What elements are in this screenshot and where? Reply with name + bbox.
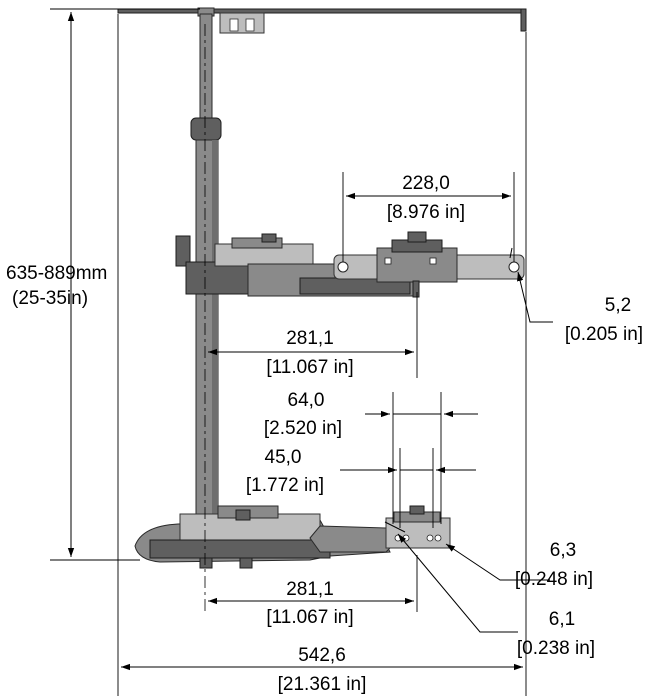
upper-arm-assembly xyxy=(185,231,525,298)
outer-width-imperial: [2.520 in] xyxy=(264,418,342,439)
upper-reach-imperial: [11.067 in] xyxy=(266,357,353,378)
dimension-labels: 635-889mm (25-35in) 228,0 [8.976 in] 5,2… xyxy=(6,173,643,695)
hole-diameter-a-value: 6,3 xyxy=(550,540,576,561)
hole-spacing-value: 228,0 xyxy=(402,173,450,194)
inner-width-imperial: [1.772 in] xyxy=(246,475,324,496)
overall-width-value: 542,6 xyxy=(298,645,346,666)
lower-reach-imperial: [11.067 in] xyxy=(266,607,353,628)
lower-reach-value: 281,1 xyxy=(286,579,334,600)
leader-hole-diameter-a xyxy=(445,543,550,581)
hole-diameter-upper-imperial: [0.205 in] xyxy=(565,324,643,345)
inner-width-value: 45,0 xyxy=(265,447,302,468)
leader-hole-diameter-upper xyxy=(517,271,553,323)
overall-width-imperial: [21.361 in] xyxy=(278,674,367,695)
leader-hole-diameter-b xyxy=(397,533,518,633)
hole-diameter-a-imperial: [0.248 in] xyxy=(515,569,593,590)
overall-height-imperial: (25-35in) xyxy=(12,288,88,309)
upper-reach-value: 281,1 xyxy=(286,328,334,349)
dimension-lines xyxy=(67,12,553,671)
overall-height-value: 635-889mm xyxy=(6,263,107,284)
top-mounting-bar xyxy=(117,7,527,34)
base-assembly xyxy=(134,505,451,569)
leader-hole-diameter-upper-tail xyxy=(509,247,513,259)
hole-diameter-upper-value: 5,2 xyxy=(605,295,631,316)
extension-lines xyxy=(50,8,527,696)
hole-diameter-b-value: 6,1 xyxy=(549,609,575,630)
hole-diameter-b-imperial: [0.238 in] xyxy=(517,638,595,659)
outer-width-value: 64,0 xyxy=(288,390,325,411)
hole-spacing-imperial: [8.976 in] xyxy=(387,202,465,223)
stand-hardware xyxy=(117,7,527,569)
leader-hole-diameter-a-tail xyxy=(384,521,406,533)
